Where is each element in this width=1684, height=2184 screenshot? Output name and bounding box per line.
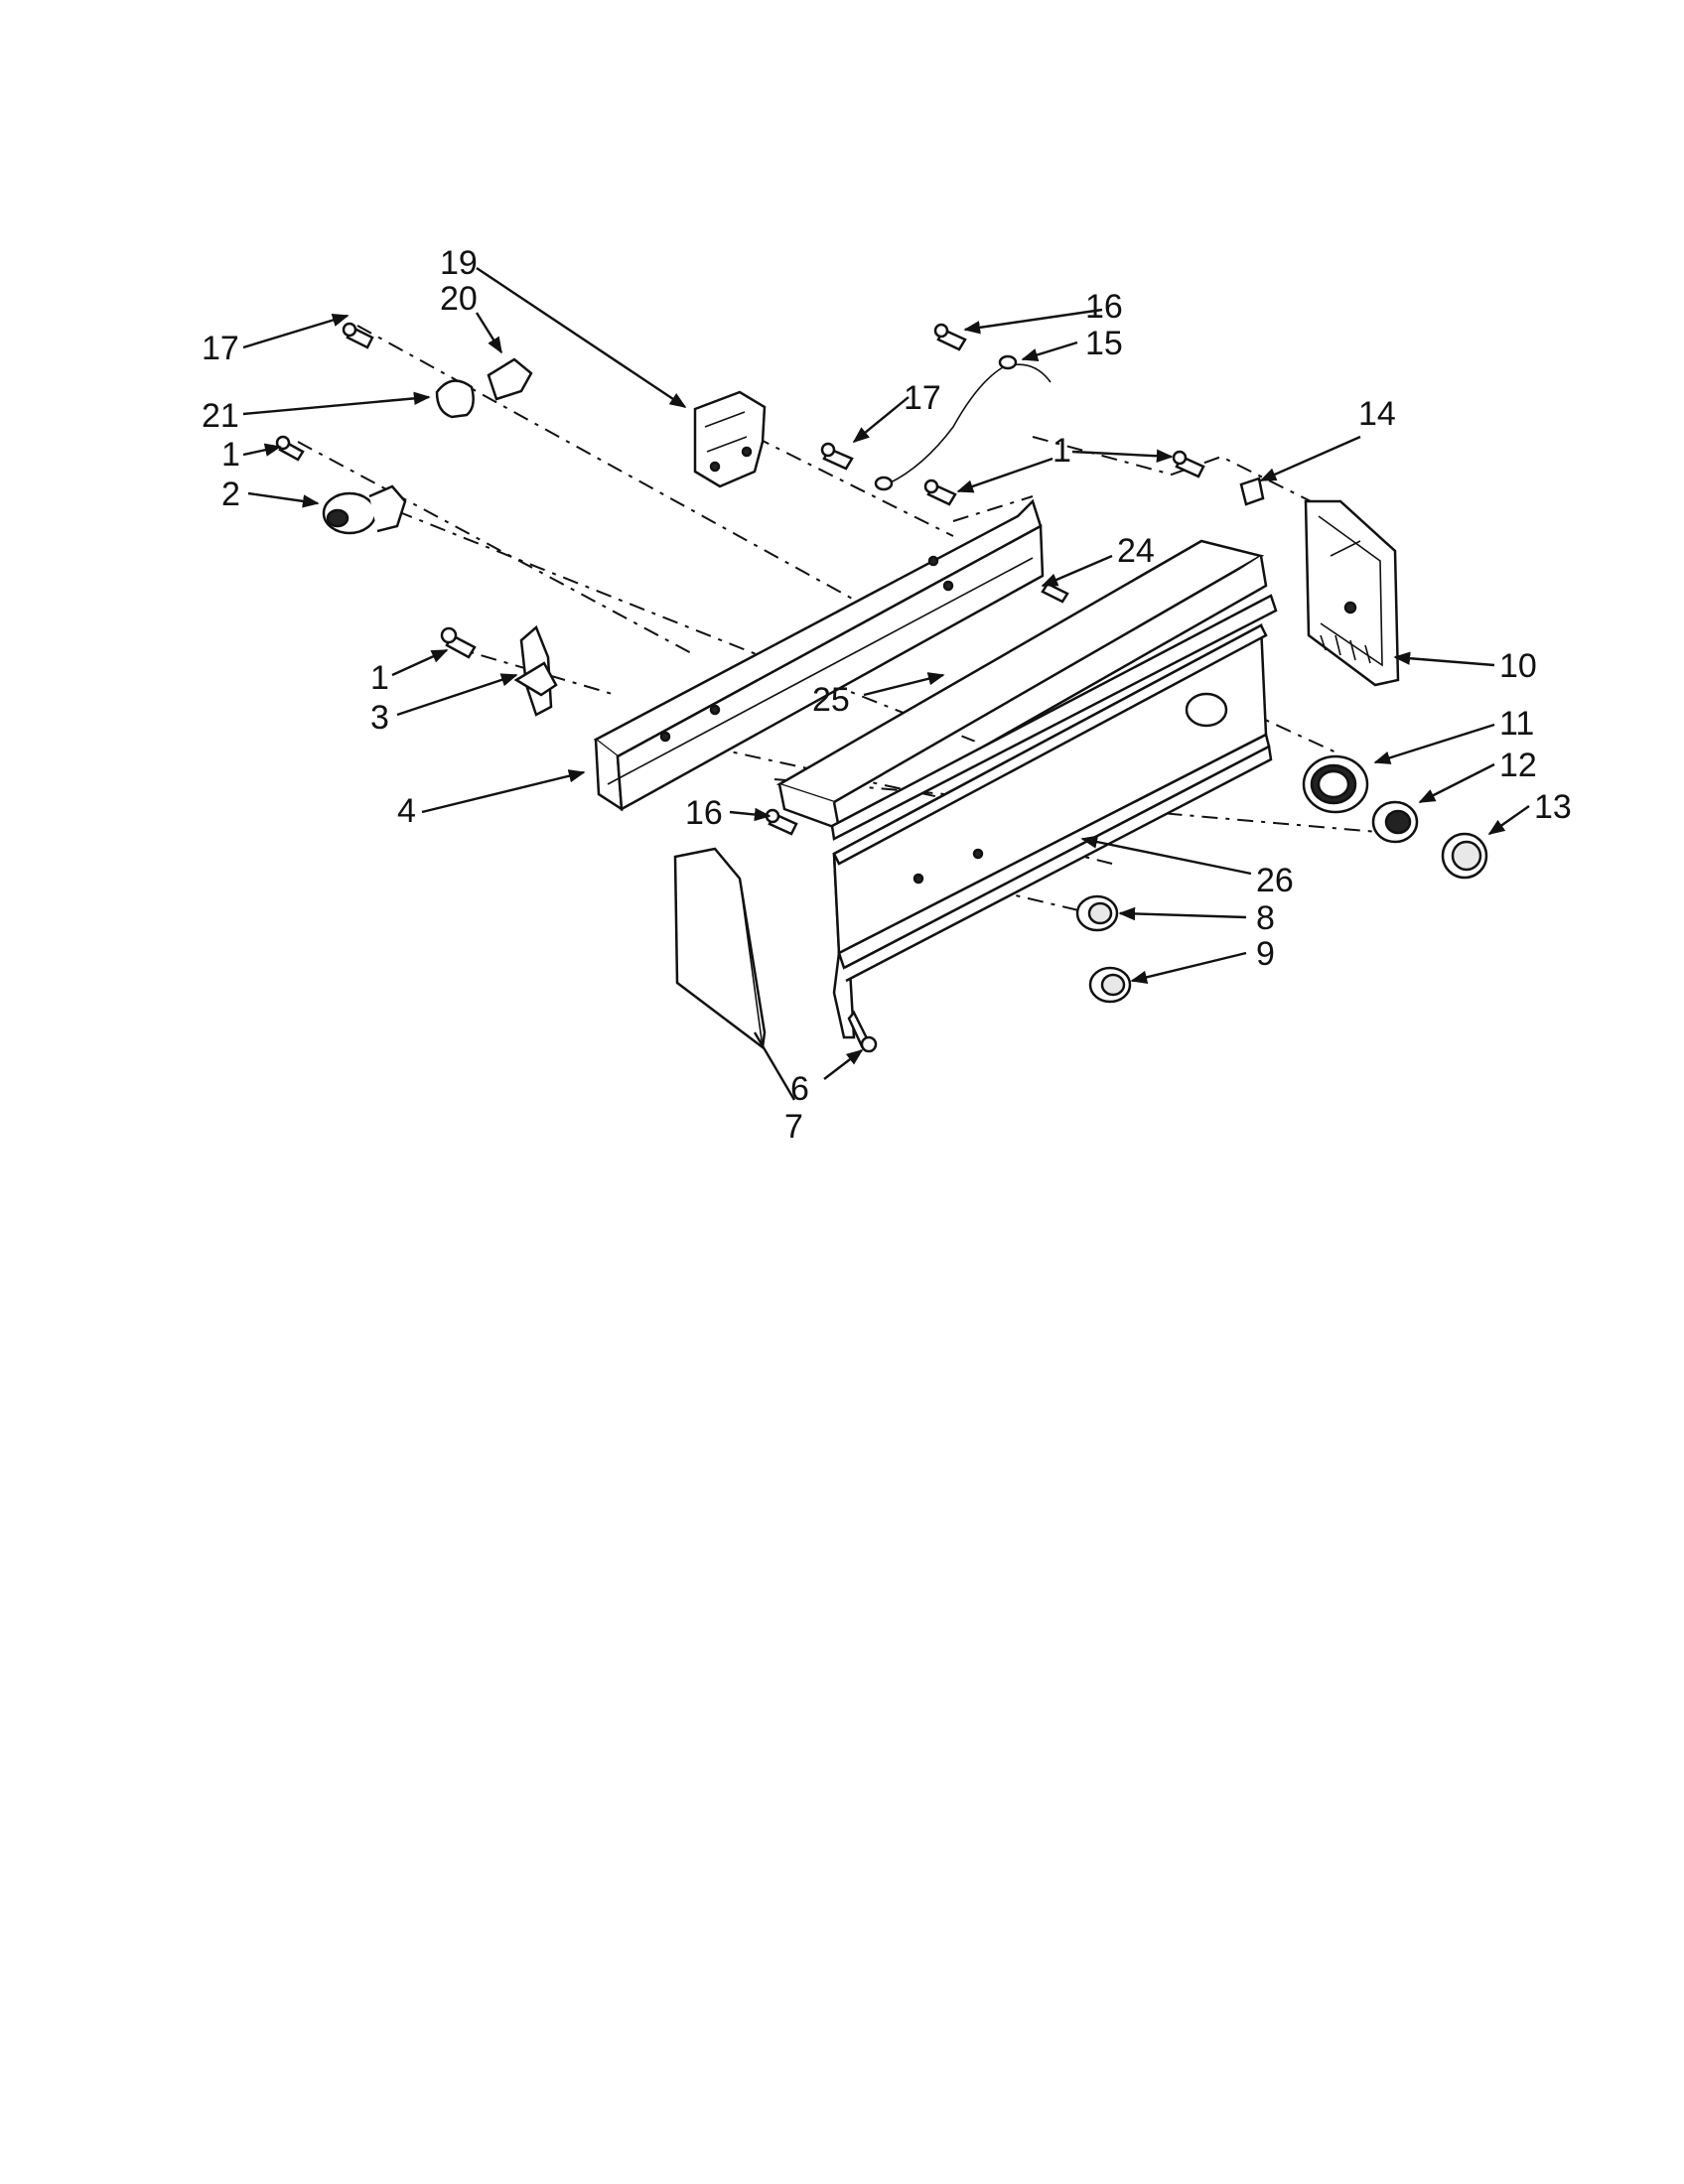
part-26-console-panel [832,622,1273,1039]
label-10: 10 [1499,647,1537,685]
part-7-left-end-cap [673,847,767,1050]
label-2: 2 [221,476,240,513]
label-9: 9 [1256,935,1275,973]
label-16-bottom: 16 [685,794,723,832]
part-19-bracket [693,390,767,488]
label-19: 19 [440,244,478,282]
label-14: 14 [1358,395,1396,433]
label-16-top: 16 [1085,288,1123,326]
part-20-capacitor [435,357,533,419]
part-labels: 19 20 16 15 17 21 1 2 17 1 14 24 1 3 10 … [202,244,1572,1146]
label-3: 3 [370,699,389,737]
label-12: 12 [1499,747,1537,784]
leader-lines [242,267,1530,1101]
part-25-console-cap [775,539,1278,841]
label-1-center: 1 [1052,432,1071,470]
label-1-upper-left: 1 [221,436,240,474]
label-17-left: 17 [202,330,239,367]
label-8: 8 [1256,899,1275,937]
label-25: 25 [812,681,850,719]
label-11: 11 [1499,705,1534,743]
label-24: 24 [1117,532,1155,570]
label-7: 7 [784,1108,803,1146]
label-15: 15 [1085,325,1123,362]
part-3-bracket [513,624,558,717]
part-12-dial [1371,800,1419,844]
part-13-knob [1441,832,1488,880]
label-1-lower-left: 1 [370,659,389,697]
label-6: 6 [790,1070,809,1108]
part-2-switch [322,484,407,535]
label-26: 26 [1256,862,1294,899]
part-8-knob [1075,894,1119,932]
part-10-right-end-cap [1304,499,1400,687]
label-4: 4 [397,792,416,830]
part-9-knob [1088,966,1132,1004]
screws [275,322,1205,1053]
part-11-bezel [1302,754,1369,814]
label-17-center: 17 [904,379,941,417]
label-13: 13 [1534,788,1572,826]
label-21: 21 [202,397,239,435]
part-15-ground-wire [874,354,1052,491]
label-20: 20 [440,280,478,318]
part-14-clip [1239,477,1265,506]
